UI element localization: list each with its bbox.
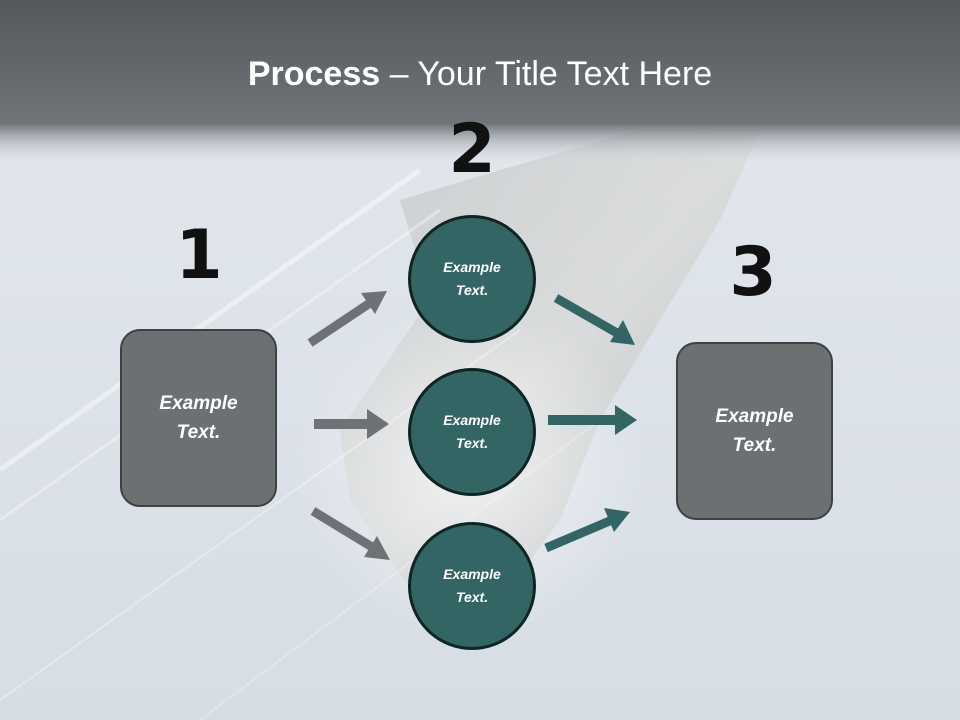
middle-circle-bottom: Example Text. bbox=[408, 522, 536, 650]
arrow-start-to-top bbox=[307, 291, 387, 347]
end-box-text: Example Text. bbox=[715, 406, 794, 456]
middle-circle-top-text: Example Text. bbox=[443, 259, 501, 298]
step-number-3: 3 bbox=[729, 233, 777, 312]
arrow-top-to-end bbox=[553, 294, 635, 345]
arrow-center-to-end bbox=[548, 405, 637, 435]
middle-circle-top: Example Text. bbox=[408, 215, 536, 343]
slide-title: Process – Your Title Text Here bbox=[0, 52, 960, 96]
arrow-start-to-bottom bbox=[310, 507, 390, 560]
arrow-bottom-to-end bbox=[544, 508, 630, 553]
middle-circle-bottom-text: Example Text. bbox=[443, 566, 501, 605]
start-box-text: Example Text. bbox=[159, 393, 238, 443]
title-rest: – Your Title Text Here bbox=[380, 55, 713, 93]
step-number-1: 1 bbox=[175, 216, 223, 295]
middle-circle-center-text: Example Text. bbox=[443, 412, 501, 451]
arrow-start-to-center bbox=[314, 409, 389, 439]
title-bold: Process bbox=[247, 55, 381, 93]
step-number-2: 2 bbox=[448, 110, 496, 189]
end-box: Example Text. bbox=[676, 342, 833, 520]
middle-circle-center: Example Text. bbox=[408, 368, 536, 496]
start-box: Example Text. bbox=[120, 329, 277, 507]
